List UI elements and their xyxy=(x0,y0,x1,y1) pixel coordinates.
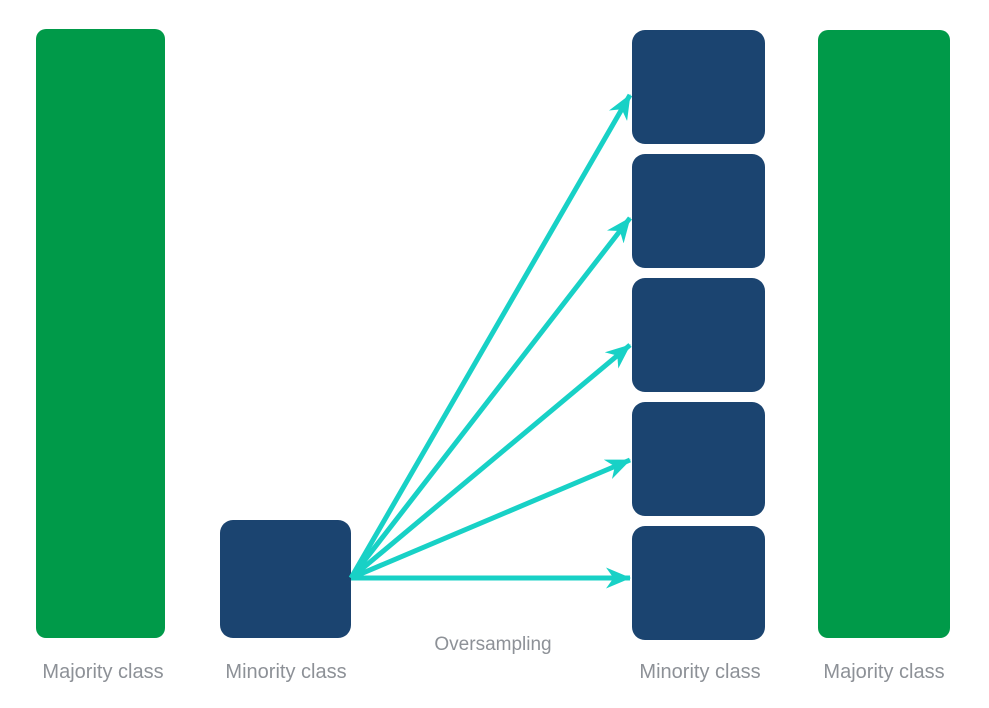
minority-class-sample xyxy=(220,520,351,638)
oversampling-arrow xyxy=(349,343,632,580)
oversampling-arrow xyxy=(350,457,631,581)
majority-class-bar-right xyxy=(818,30,950,638)
minority-class-copy xyxy=(632,154,765,268)
majority-class-label-left: Majority class xyxy=(42,661,164,683)
minority-class-copy xyxy=(632,278,765,392)
oversampling-arrow xyxy=(348,93,633,580)
minority-class-copy xyxy=(632,402,765,516)
minority-class-label-oversampled: Minority class xyxy=(639,661,761,683)
oversampling-caption: Oversampling xyxy=(434,634,552,655)
minority-class-copy xyxy=(632,30,765,144)
minority-class-oversampled-stack xyxy=(632,30,765,640)
majority-class-bar-left xyxy=(36,29,165,638)
oversampling-arrow xyxy=(349,216,632,580)
minority-class-copy xyxy=(632,526,765,640)
minority-class-label-source: Minority class xyxy=(225,661,347,683)
majority-class-label-right: Majority class xyxy=(823,661,945,683)
